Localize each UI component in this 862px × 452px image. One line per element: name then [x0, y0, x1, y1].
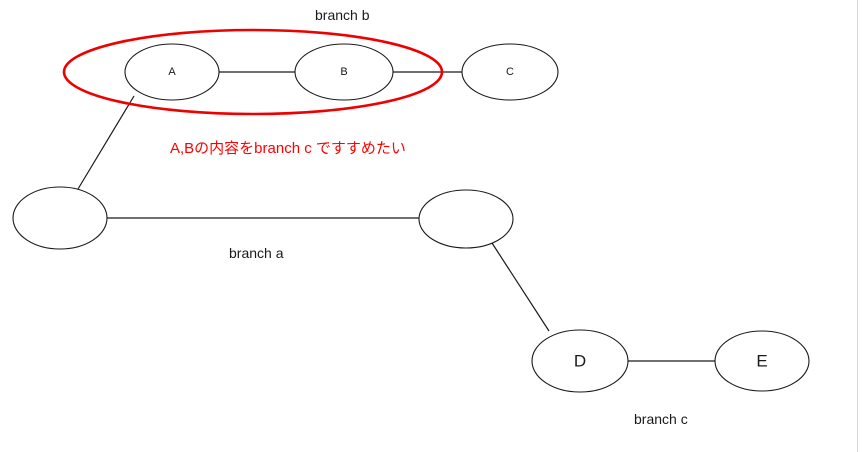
edge-a-to-middle-left: [77, 95, 135, 190]
node-a[interactable]: A: [124, 43, 220, 101]
branch-a-label: branch a: [229, 245, 284, 261]
node-c-shape[interactable]: [461, 43, 559, 101]
node-a-shape[interactable]: [124, 43, 220, 101]
node-d[interactable]: D: [531, 329, 629, 393]
node-b[interactable]: B: [294, 43, 394, 101]
right-edge-border: [857, 0, 858, 452]
node-b-shape[interactable]: [294, 43, 394, 101]
node-b-label: B: [340, 66, 347, 78]
node-middle-left[interactable]: [12, 186, 108, 250]
branch-b-label: branch b: [315, 7, 370, 23]
node-e[interactable]: E: [714, 330, 810, 392]
node-c[interactable]: C: [461, 43, 559, 101]
edge-middle-right-to-d: [491, 242, 550, 332]
node-middle-right-shape[interactable]: [418, 189, 514, 249]
node-e-label: E: [756, 352, 767, 371]
branch-b-highlight-ellipse: [62, 28, 444, 116]
node-d-shape[interactable]: [531, 329, 629, 393]
node-a-label: A: [168, 66, 176, 78]
node-e-shape[interactable]: [714, 330, 810, 392]
node-middle-right[interactable]: [418, 189, 514, 249]
edge-group: [77, 71, 715, 362]
red-annotation-text: A,Bの内容をbranch c ですすめたい: [170, 140, 406, 157]
node-c-label: C: [506, 66, 514, 78]
node-d-label: D: [574, 352, 586, 371]
node-group: A B C D E: [12, 43, 810, 393]
branch-c-label: branch c: [634, 411, 688, 427]
node-middle-left-shape[interactable]: [12, 186, 108, 250]
